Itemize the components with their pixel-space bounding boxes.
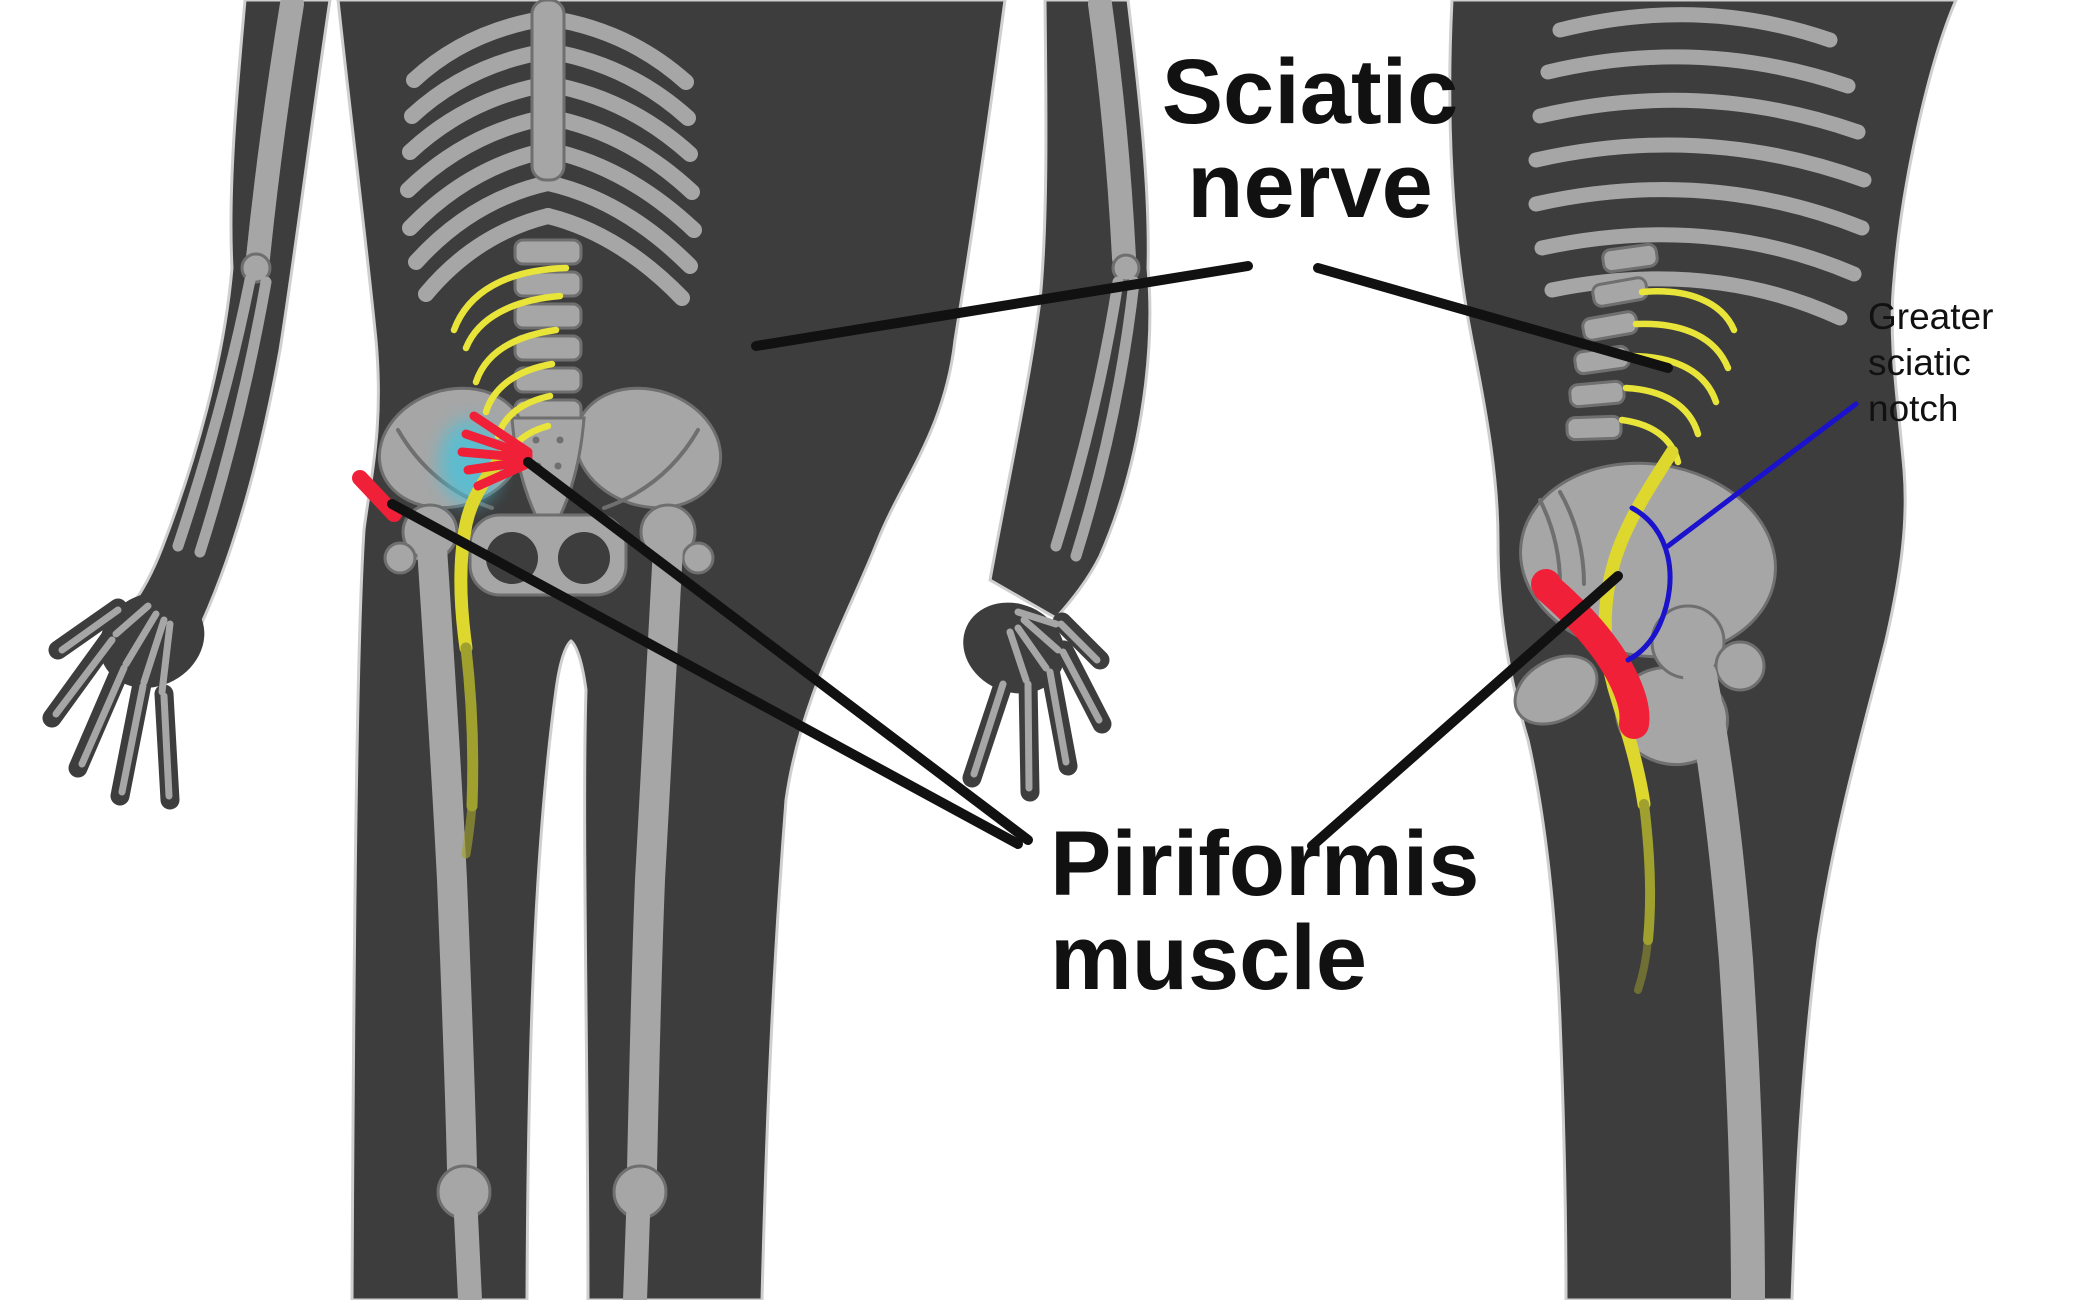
- greater-sciatic-notch-label-line1: Greater: [1868, 296, 1994, 337]
- side-lumbar-spine: [1565, 242, 1659, 442]
- sciatic-nerve-label-line2: nerve: [1187, 134, 1433, 237]
- piriformis-muscle-label: Piriformis muscle: [1050, 813, 1570, 1009]
- side-figure: [1448, 0, 1958, 1300]
- piriformis-muscle-label-line2: muscle: [1050, 906, 1368, 1009]
- sciatic-nerve-pointer-right: [1313, 263, 1673, 373]
- side-sciatic-nerve-thigh: [1639, 799, 1656, 945]
- greater-sciatic-notch-label-line3: notch: [1868, 387, 1959, 429]
- front-piriformis-insertion-highlight: [352, 470, 402, 522]
- piriformis-muscle-label-line1: Piriformis: [1050, 813, 1480, 915]
- side-sciatic-nerve-fade: [1634, 936, 1652, 994]
- side-femur: [1683, 659, 1765, 1300]
- side-ribcage: [1528, 7, 1872, 326]
- front-sciatic-nerve-fade: [461, 801, 477, 859]
- front-sacral-plexus: [450, 264, 570, 462]
- greater-sciatic-notch-bracket: [1625, 505, 1673, 663]
- sciatic-nerve-pointer-left: [751, 261, 1253, 351]
- side-piriformis-origin: [1531, 569, 1561, 599]
- front-arm-bones: [52, 0, 1141, 800]
- piriformis-pointer-side: [1307, 571, 1623, 851]
- piriformis-pointer-sacrum: [523, 457, 1033, 845]
- piriformis-pointer-hip: [387, 499, 1023, 849]
- sciatic-nerve-label-line1: Sciatic: [1161, 41, 1459, 143]
- sternum: [530, 0, 566, 182]
- annotation-lines: [387, 261, 1859, 851]
- side-piriformis-muscle-highlight: [1533, 573, 1650, 739]
- sciatic-nerve-label: Sciatic nerve: [1100, 41, 1520, 237]
- front-sciatic-nerve-path: [454, 445, 513, 655]
- front-leg-bones: [417, 533, 683, 1300]
- front-ribcage: [400, 10, 702, 306]
- front-figure: [42, 0, 1152, 1300]
- front-sciatic-nerve-thigh: [460, 642, 479, 812]
- front-piriformis-muscle-highlight: [457, 411, 533, 491]
- side-sciatic-nerve-path: [1598, 445, 1679, 811]
- greater-sciatic-notch-label-line2: sciatic: [1868, 341, 1971, 383]
- greater-sciatic-notch-label: Greater sciatic notch: [1868, 294, 2075, 432]
- greater-sciatic-notch-leader: [1665, 401, 1859, 549]
